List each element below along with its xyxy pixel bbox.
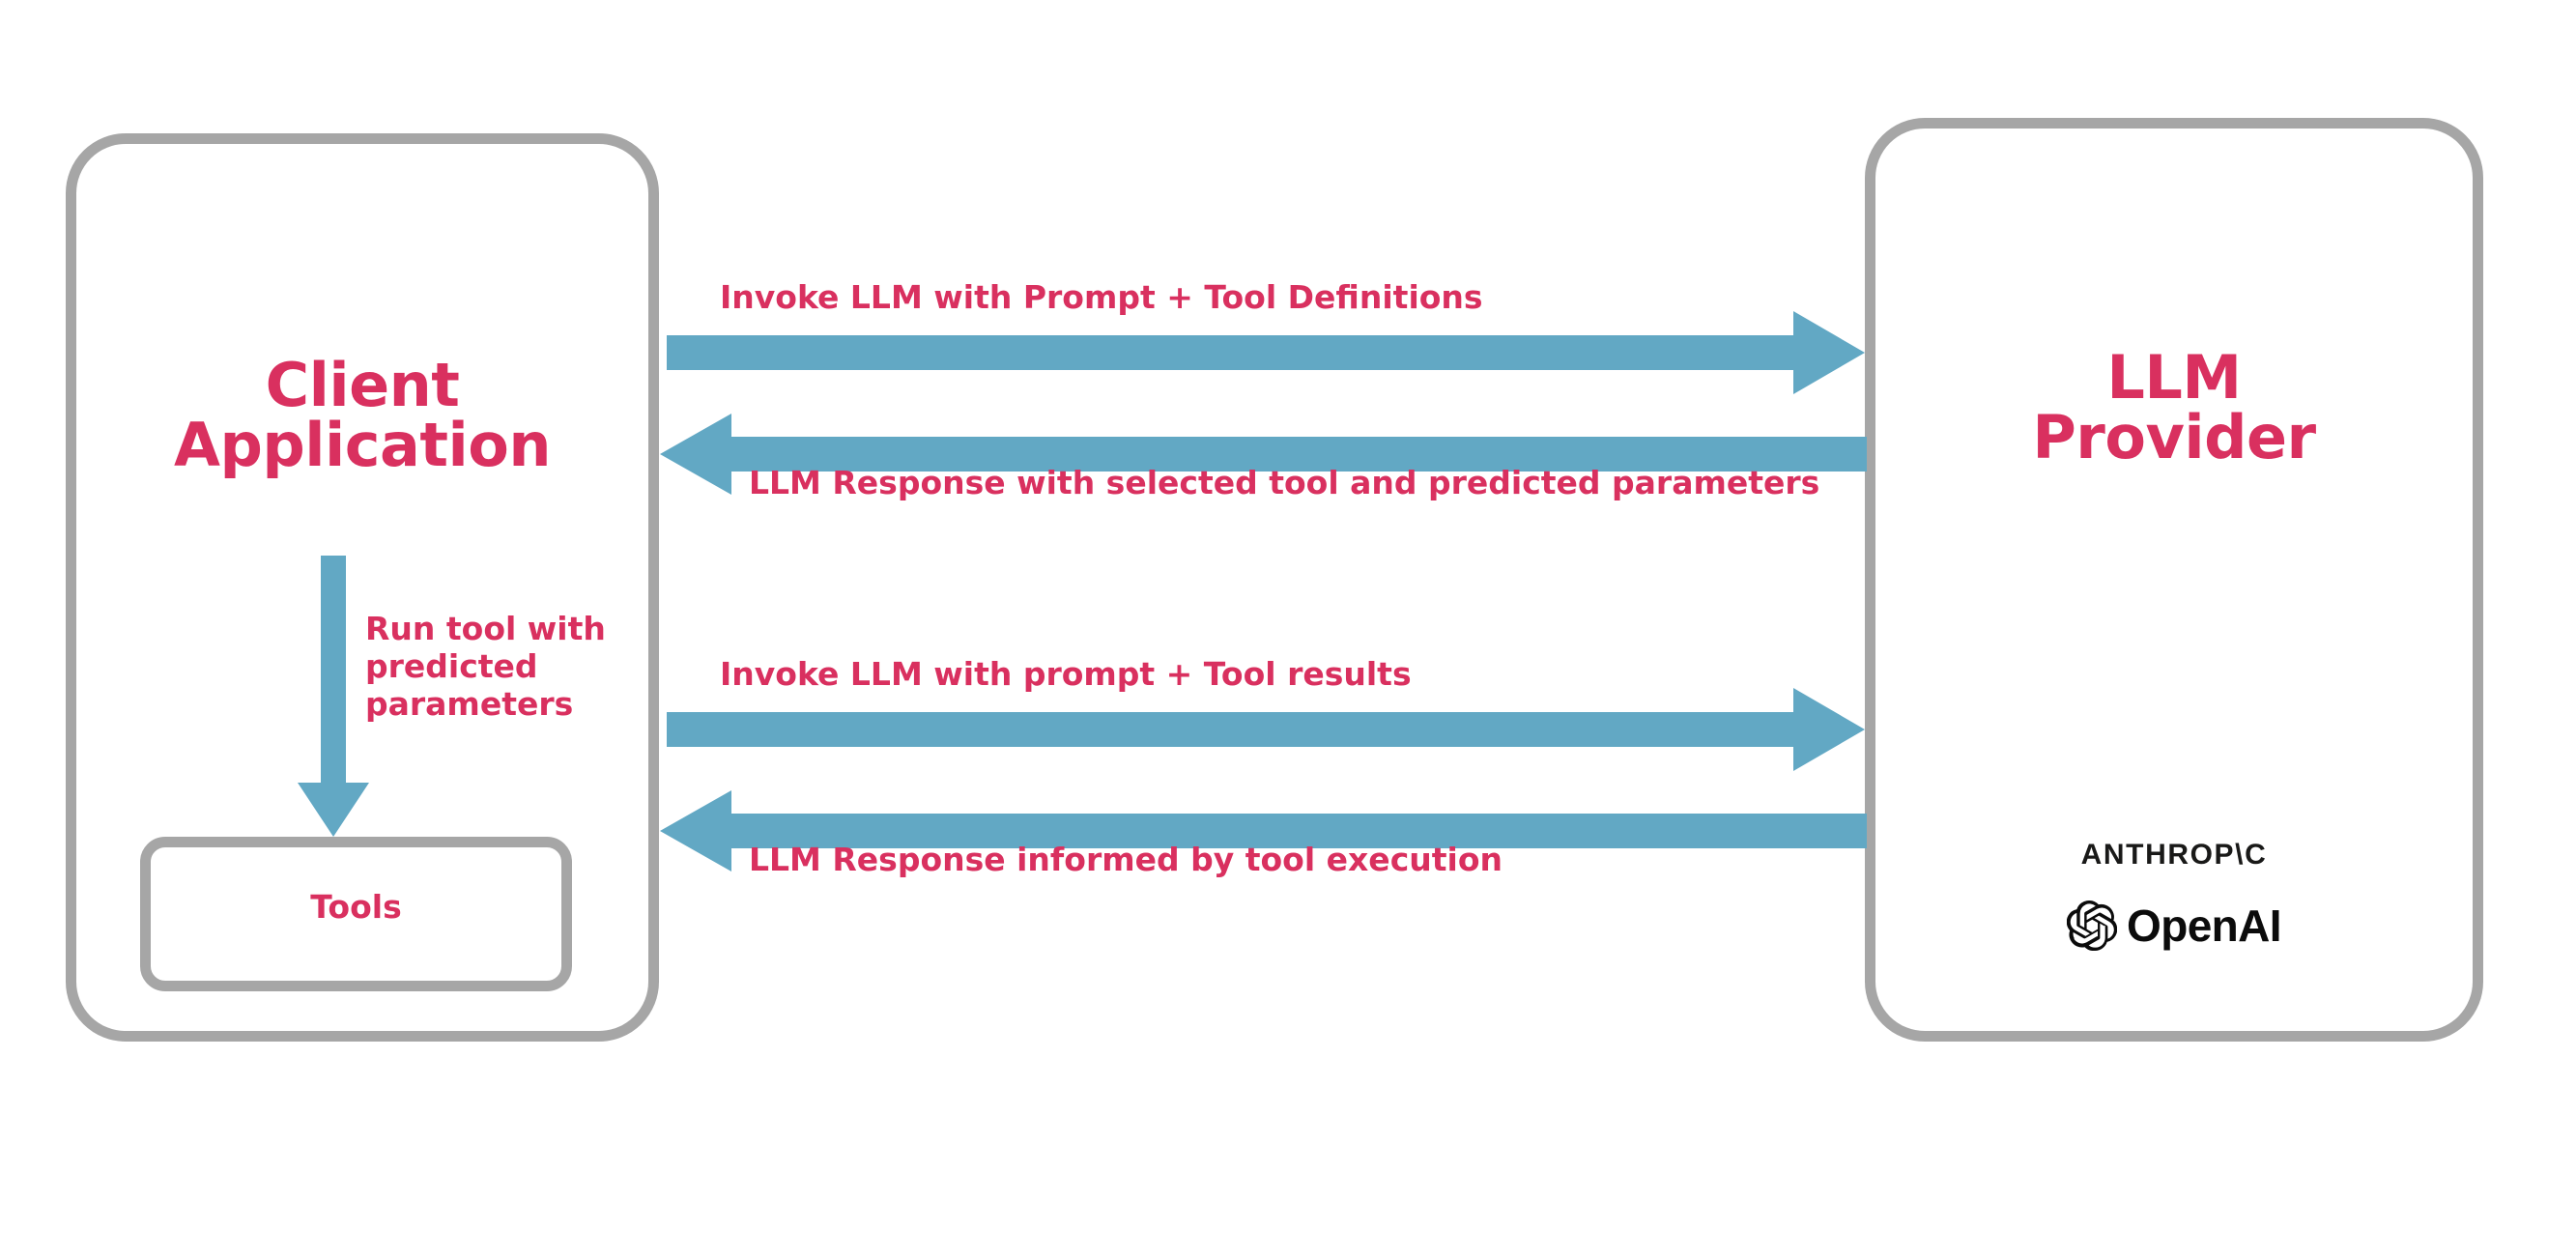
tools-label: Tools xyxy=(310,888,402,926)
arrow-invoke-2 xyxy=(667,688,1865,771)
tools-node xyxy=(140,837,572,991)
llm-provider-node xyxy=(1865,118,2483,1042)
arrow-invoke-1 xyxy=(667,311,1865,394)
openai-wordmark: OpenAI xyxy=(2127,901,2282,951)
arrow-label-response-2: LLM Response informed by tool execution xyxy=(749,841,1503,878)
openai-logo: OpenAI xyxy=(1875,901,2474,951)
client-application-title: Client Application xyxy=(174,350,551,480)
arrow-label-response-1: LLM Response with selected tool and pred… xyxy=(749,464,1820,501)
llm-provider-title: LLM Provider xyxy=(2032,342,2316,472)
arrow-label-invoke-2: Invoke LLM with prompt + Tool results xyxy=(720,655,1412,693)
arrow-label-invoke-1: Invoke LLM with Prompt + Tool Definition… xyxy=(720,278,1483,316)
run-tool-arrow-label: Run tool with predicted parameters xyxy=(365,610,606,723)
openai-mark-icon xyxy=(2067,901,2118,951)
anthropic-logo: ANTHROP\C xyxy=(2080,839,2268,871)
